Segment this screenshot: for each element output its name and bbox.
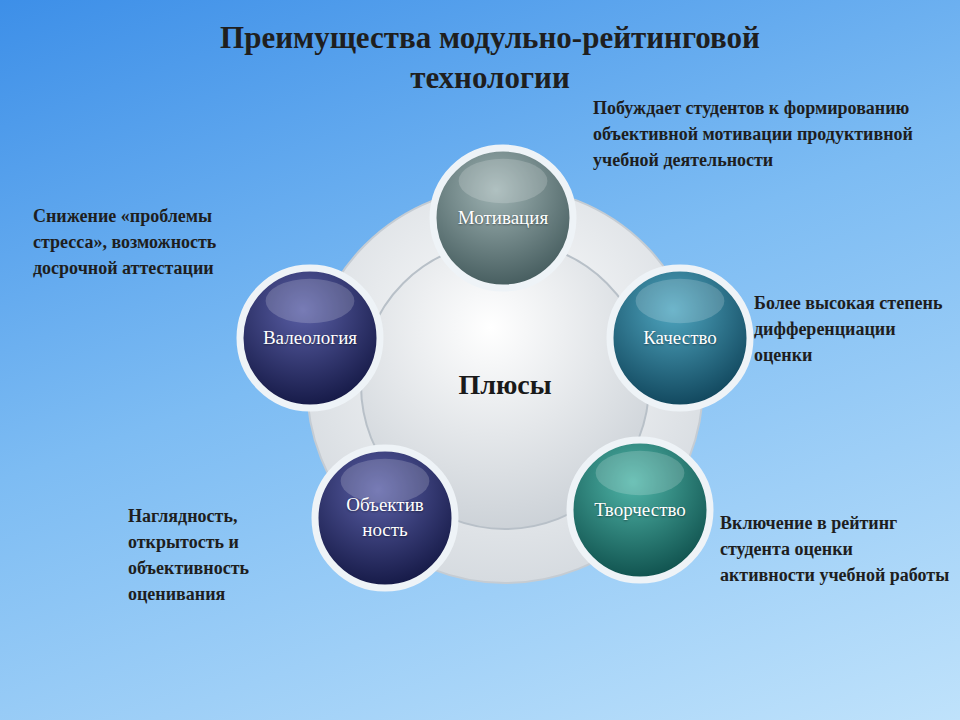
circle-fill bbox=[433, 148, 573, 288]
quality-circle: Качество bbox=[606, 264, 754, 412]
creativity-circle: Творчество bbox=[566, 436, 714, 584]
motivation-note: Побуждает студентов к формированию объек… bbox=[593, 95, 923, 173]
circle-label: Творчество bbox=[580, 498, 700, 523]
circle-fill bbox=[315, 448, 455, 588]
objectivity-circle: Объектив ность bbox=[311, 444, 459, 592]
motivation-circle: Мотивация bbox=[429, 144, 577, 292]
circle-label: Мотивация bbox=[443, 206, 563, 231]
circle-label: Валеология bbox=[250, 326, 370, 351]
quality-note: Более высокая степень дифференциации оце… bbox=[754, 290, 954, 368]
circle-highlight bbox=[459, 159, 548, 203]
circle-highlight bbox=[596, 451, 685, 495]
circle-label: Объектив ность bbox=[337, 493, 433, 542]
objectivity-note: Наглядность, открытость и объективность … bbox=[128, 503, 313, 607]
circle-fill bbox=[610, 268, 750, 408]
creativity-note: Включение в рейтинг студента оценки акти… bbox=[720, 510, 950, 588]
circle-fill bbox=[570, 440, 710, 580]
circle-highlight bbox=[266, 279, 355, 323]
circle-highlight bbox=[636, 279, 725, 323]
valeology-circle: Валеология bbox=[236, 264, 384, 412]
center-label: Плюсы bbox=[405, 367, 605, 403]
circle-label: Качество bbox=[620, 326, 740, 351]
circle-shape bbox=[311, 444, 459, 592]
circle-fill bbox=[240, 268, 380, 408]
valeology-note: Снижение «проблемы стресса», возможность… bbox=[33, 203, 288, 281]
diagram-title: Преимущества модульно-рейтинговой технол… bbox=[140, 18, 840, 99]
